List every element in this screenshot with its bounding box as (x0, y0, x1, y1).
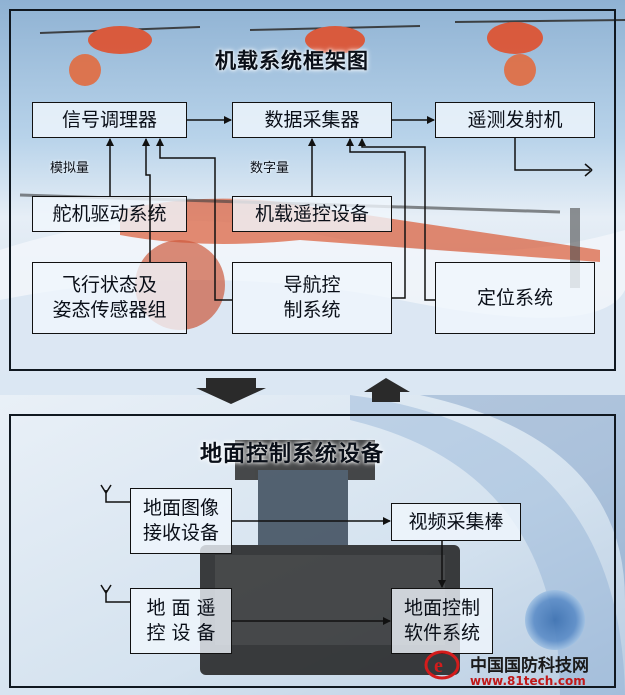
ground-image-receiver-box: 地面图像接收设备 (130, 488, 232, 554)
video-capture-box: 视频采集棒 (391, 503, 521, 541)
site-logo-url: www.81tech.com (470, 674, 586, 688)
ground-control-software-label-line1: 地面控制 (403, 597, 480, 619)
telemetry-transmitter-box: 遥测发射机 (435, 102, 595, 138)
flight-sensors-label-line1: 飞行状态及 (61, 274, 157, 296)
navigation-system-box: 导航控制系统 (232, 262, 392, 334)
positioning-system-label: 定位系统 (476, 286, 553, 309)
ground-control-title: 地面控制系统设备 (200, 442, 385, 467)
flight-sensors-label-line2: 姿态传感器组 (52, 299, 167, 321)
ground-remote-control-label-line2: 控 设 备 (146, 622, 216, 644)
servo-drive-box: 舵机驱动系统 (32, 196, 187, 232)
signal-conditioner-label: 信号调理器 (61, 108, 157, 131)
servo-drive-label: 舵机驱动系统 (52, 202, 167, 225)
navigation-system-label-line2: 制系统 (283, 299, 341, 321)
airborne-remote-control-box: 机载遥控设备 (232, 196, 392, 232)
ground-control-panel (9, 414, 616, 688)
data-acquisition-label: 数据采集器 (264, 108, 360, 131)
airborne-system-panel (9, 9, 616, 371)
video-capture-label: 视频采集棒 (408, 510, 504, 533)
digital-signal-label: 数字量 (250, 161, 290, 176)
telemetry-transmitter-label: 遥测发射机 (467, 108, 563, 131)
ground-image-receiver-label-line1: 地面图像 (142, 497, 219, 519)
ground-control-software-label-line2: 软件系统 (403, 622, 480, 644)
navigation-system-label-line1: 导航控 (283, 274, 341, 296)
airborne-system-title: 机载系统框架图 (215, 49, 369, 73)
airborne-remote-control-label: 机载遥控设备 (254, 202, 369, 225)
flight-sensors-box: 飞行状态及姿态传感器组 (32, 262, 187, 334)
signal-conditioner-box: 信号调理器 (32, 102, 187, 138)
ground-image-receiver-label-line2: 接收设备 (142, 522, 219, 544)
site-logo-name: 中国国防科技网 (470, 656, 589, 676)
ground-remote-control-box: 地 面 遥控 设 备 (130, 588, 232, 654)
ground-control-software-box: 地面控制软件系统 (391, 588, 493, 654)
data-acquisition-box: 数据采集器 (232, 102, 392, 138)
ground-remote-control-label-line1: 地 面 遥 (146, 597, 216, 619)
analog-signal-label: 模拟量 (50, 161, 90, 176)
positioning-system-box: 定位系统 (435, 262, 595, 334)
